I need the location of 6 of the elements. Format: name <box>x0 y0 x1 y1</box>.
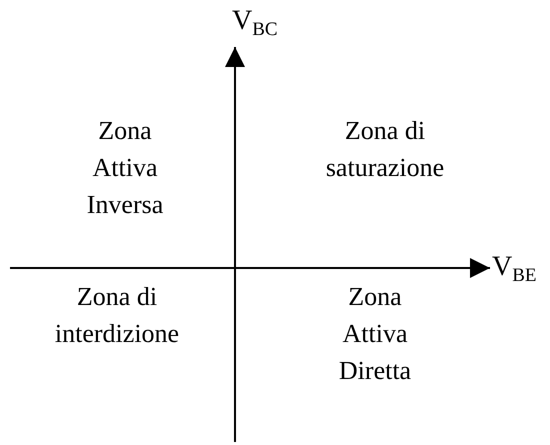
region-label: Zona di interdizione <box>54 281 180 350</box>
region-label: Zona Attiva Inversa <box>86 115 164 221</box>
region-label: Zona Attiva Diretta <box>338 281 412 387</box>
axis-label: V$_{BE}$ <box>492 250 537 288</box>
region-label: Zona di saturazione <box>326 115 444 184</box>
axis-label: V$_{BC}$ <box>232 4 278 42</box>
